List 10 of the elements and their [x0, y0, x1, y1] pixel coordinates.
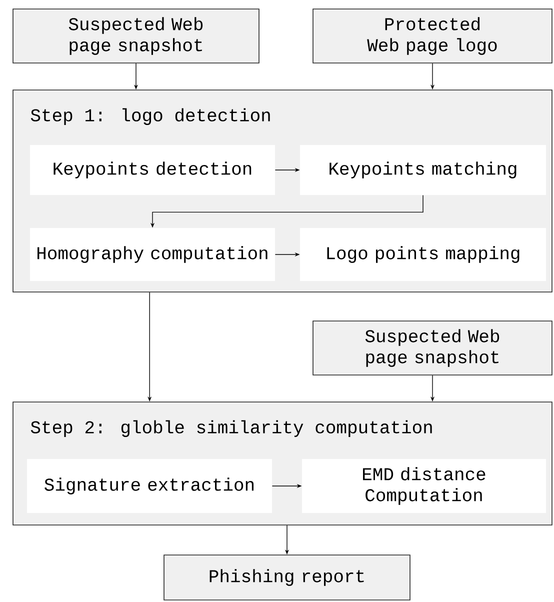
process-box: Keypoints matching [300, 145, 546, 195]
process-box: Signature extraction [27, 459, 272, 513]
input-box: Suspected Web page snapshot [312, 320, 552, 376]
process-box: Homography computation [30, 228, 275, 281]
input-box: Protected Web page logo [312, 8, 552, 64]
output-box: Phishing report [164, 554, 410, 600]
input-box: Suspected Web page snapshot [12, 8, 260, 64]
process-box: Logo points mapping [300, 228, 546, 281]
process-box: Keypoints detection [30, 145, 275, 195]
process-box: EMD distance Computation [302, 459, 546, 513]
